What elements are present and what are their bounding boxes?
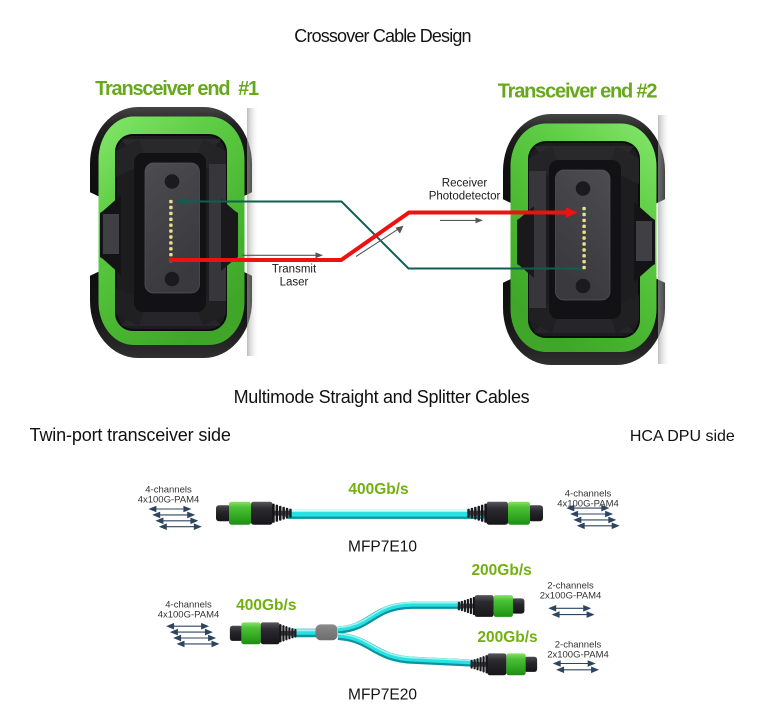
svg-text:2-channels: 2-channels — [547, 581, 594, 592]
svg-text:400Gb/s: 400Gb/s — [348, 481, 408, 498]
svg-text:2x100G-PAM4: 2x100G-PAM4 — [547, 650, 609, 661]
svg-text:200Gb/s: 200Gb/s — [471, 562, 531, 579]
svg-text:Crossover Cable Design: Crossover Cable Design — [294, 26, 470, 46]
svg-text:4-channels: 4-channels — [145, 485, 192, 496]
svg-text:HCA DPU side: HCA DPU side — [630, 428, 735, 445]
svg-text:4-channels: 4-channels — [165, 600, 212, 611]
svg-text:Transceiver end #1: Transceiver end #1 — [95, 78, 259, 100]
svg-text:4-channels: 4-channels — [565, 489, 612, 500]
svg-text:400Gb/s: 400Gb/s — [236, 597, 296, 614]
svg-text:Photodetector: Photodetector — [429, 191, 501, 203]
svg-text:4x100G-PAM4: 4x100G-PAM4 — [138, 495, 200, 506]
svg-text:MFP7E20: MFP7E20 — [348, 687, 417, 704]
svg-text:2-channels: 2-channels — [555, 640, 602, 651]
svg-text:Transceiver end #2: Transceiver end #2 — [498, 81, 658, 103]
svg-text:MFP7E10: MFP7E10 — [348, 539, 417, 556]
svg-text:Multimode Straight and Splitte: Multimode Straight and Splitter Cables — [234, 387, 530, 407]
svg-text:Receiver: Receiver — [442, 178, 488, 190]
svg-text:4x100G-PAM4: 4x100G-PAM4 — [557, 498, 619, 509]
svg-text:200Gb/s: 200Gb/s — [477, 629, 537, 646]
svg-text:Transmit: Transmit — [272, 264, 317, 276]
svg-text:Twin-port transceiver side: Twin-port transceiver side — [30, 425, 231, 445]
svg-text:Laser: Laser — [280, 277, 309, 289]
svg-text:2x100G-PAM4: 2x100G-PAM4 — [540, 591, 602, 602]
svg-text:4x100G-PAM4: 4x100G-PAM4 — [158, 610, 220, 621]
